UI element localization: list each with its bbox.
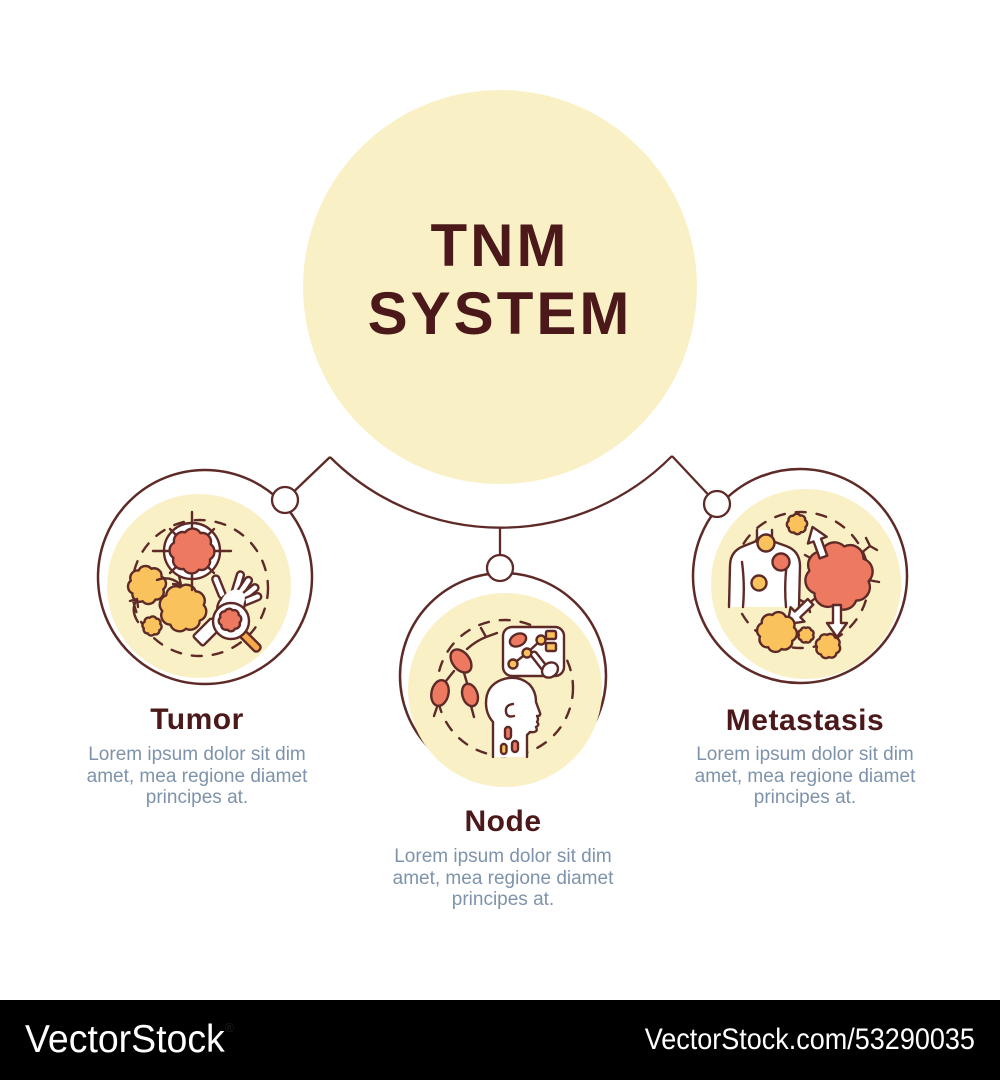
scan-panel xyxy=(501,625,566,679)
panel-square xyxy=(544,641,558,653)
branch-description-metastasis: Lorem ipsum dolor sit dim amet, mea regi… xyxy=(694,744,916,808)
target-diagonal-ticks xyxy=(168,527,216,575)
lymph-branch-lines xyxy=(432,626,499,719)
branch-description-node: Lorem ipsum dolor sit dim amet, mea regi… xyxy=(392,846,614,910)
hub-circle xyxy=(303,90,697,484)
lymph-node-oval xyxy=(430,678,450,708)
watermark-credit: VectorStock.com/53290035 xyxy=(644,1023,975,1056)
pointing-hand xyxy=(540,661,560,679)
branch-description-tumor: Lorem ipsum dolor sit dim amet, mea regi… xyxy=(86,744,308,808)
connector-node-center xyxy=(485,553,515,583)
growth-cycle-arrow xyxy=(128,597,140,624)
body-spot xyxy=(756,533,776,553)
branch-label-node: Node xyxy=(464,805,542,838)
tumor-examination-icon xyxy=(123,510,270,658)
neck-lymph-node xyxy=(503,725,513,741)
page-title-line1: TNM xyxy=(430,212,570,279)
branch-label-metastasis: Metastasis xyxy=(725,704,885,737)
panel-chart-dot xyxy=(507,658,519,670)
watermark-bar: VectorStock® VectorStock.com/53290035 xyxy=(0,1000,1000,1080)
watermark-brand: VectorStock® xyxy=(25,1018,234,1061)
page-title-line2: SYSTEM xyxy=(367,280,633,347)
panel-square xyxy=(544,629,558,641)
lymph-node-oval xyxy=(460,682,480,708)
connector-node-left xyxy=(270,485,300,515)
connector-node-right xyxy=(702,489,732,519)
torso-figure xyxy=(727,528,802,609)
magnifier-icon xyxy=(211,601,262,653)
registered-mark: ® xyxy=(224,1020,234,1035)
body-spot xyxy=(771,552,791,572)
page-title: TNM SYSTEM xyxy=(300,212,700,348)
connector-arc xyxy=(329,455,673,529)
target-crosshair xyxy=(151,510,233,592)
panel-chart-dot xyxy=(535,634,547,646)
growth-cycle-arrow xyxy=(155,574,183,587)
spread-blob xyxy=(797,626,815,644)
lymph-node-oval xyxy=(449,648,473,674)
neck-lymph-node xyxy=(510,739,520,754)
head-profile xyxy=(484,676,542,759)
body-spot xyxy=(750,574,768,592)
neck-lymph-node xyxy=(499,742,508,756)
lymph-node-scan-icon xyxy=(430,618,575,759)
branch-label-tumor: Tumor xyxy=(150,703,244,736)
panel-node-oval xyxy=(508,632,528,648)
metastasis-spread-icon xyxy=(727,510,881,665)
ear-line xyxy=(504,702,516,718)
